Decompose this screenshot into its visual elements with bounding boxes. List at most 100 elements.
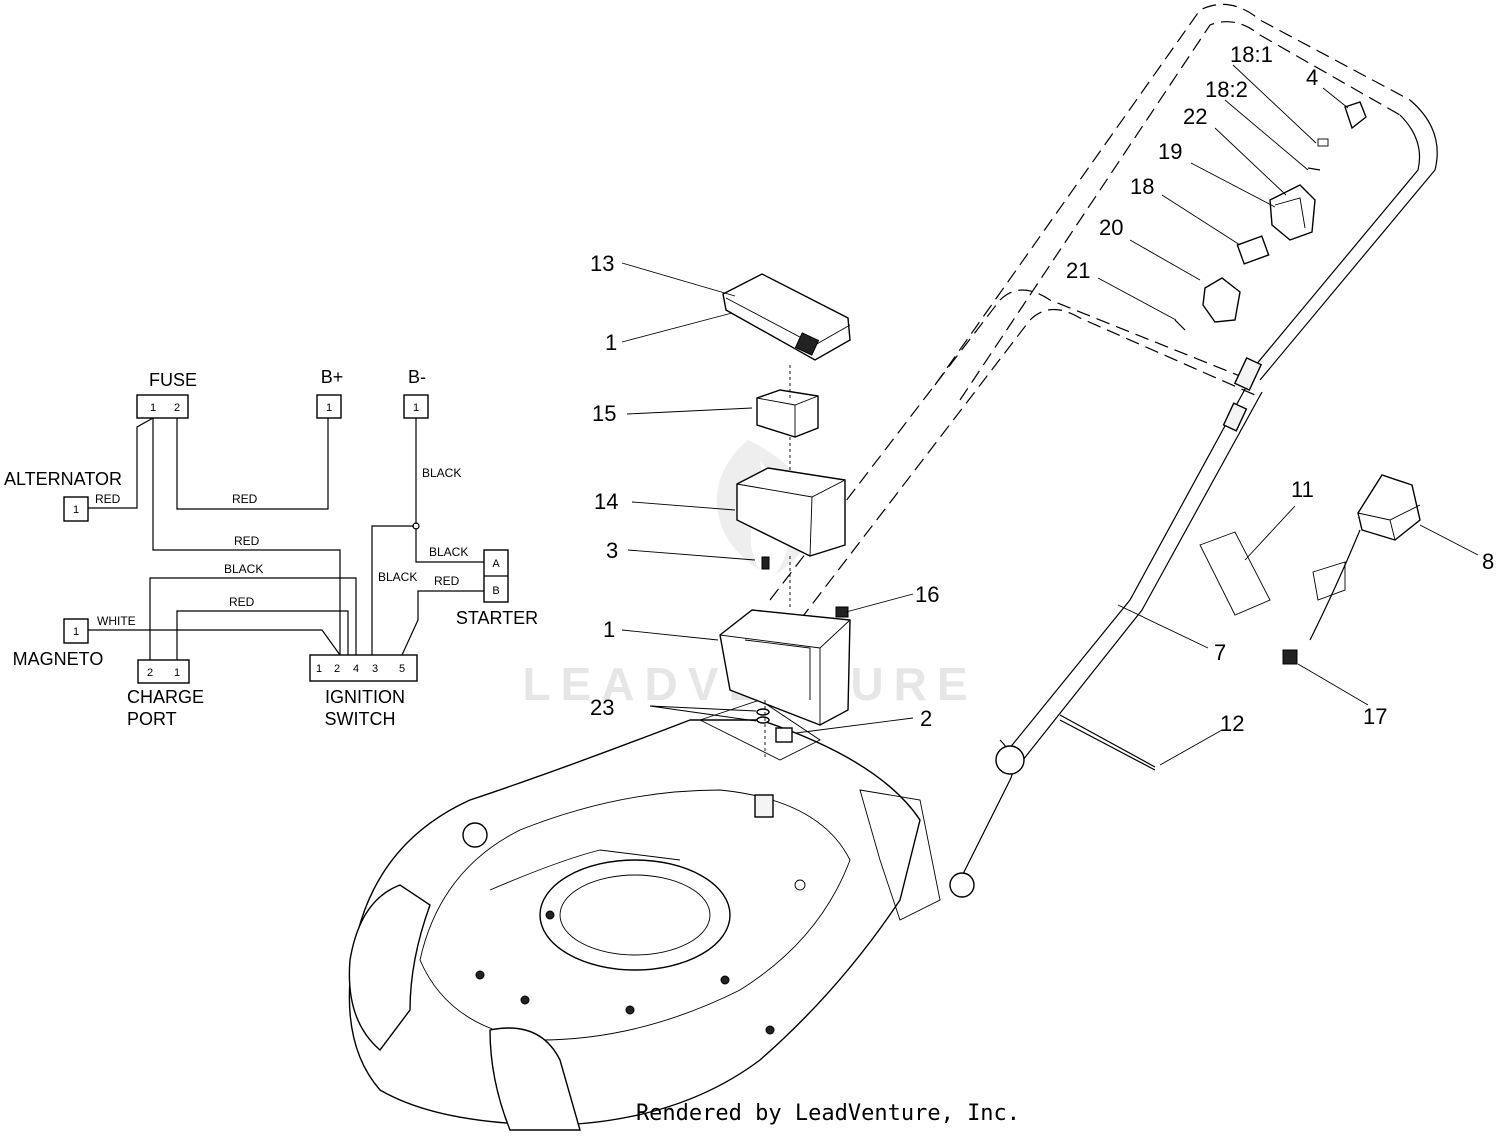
wire-charge-red — [176, 610, 349, 660]
foam-pad — [756, 389, 819, 438]
key-4 — [1344, 101, 1367, 130]
battery-body — [736, 467, 846, 557]
washer-23a — [756, 708, 770, 716]
wire-alternator-red — [88, 417, 154, 509]
callout-14: 14 — [594, 489, 618, 514]
handle-upper-right — [1259, 99, 1438, 381]
ignition-pin-4: 4 — [353, 663, 359, 675]
deck-height-adjuster — [462, 822, 488, 848]
washer-23b — [756, 716, 770, 724]
b-plus-box — [316, 394, 342, 419]
callout-22: 22 — [1183, 104, 1207, 129]
mower-deck — [348, 699, 941, 1131]
wire-ign3-black — [371, 525, 414, 655]
decal-11 — [1199, 531, 1271, 616]
wires — [88, 417, 484, 660]
charge-port-box — [137, 659, 190, 684]
handle-upper-right-inner — [1249, 114, 1421, 373]
deck-motor-opening — [539, 859, 731, 971]
wire-label-fuse1-red: RED — [234, 534, 260, 548]
screw-21 — [1174, 319, 1186, 331]
handle-upper-left-inner — [959, 21, 1401, 401]
fuse-pin-1: 1 — [150, 402, 156, 414]
wire-charge-black — [149, 577, 357, 660]
charger-body — [1357, 474, 1421, 541]
callout-23: 23 — [590, 695, 614, 720]
callout-12: 12 — [1220, 711, 1244, 736]
starter-component: A B STARTER — [456, 549, 538, 628]
wire-label-magneto-white: WHITE — [97, 614, 136, 628]
charger-tag — [1312, 561, 1346, 601]
fuse-pin-2: 2 — [174, 402, 180, 414]
charge-port-label-line1: CHARGE — [127, 687, 204, 707]
handle — [769, 3, 1438, 898]
wire-label-alt-red: RED — [95, 492, 121, 506]
wire-label-starter-b-red: RED — [434, 574, 460, 588]
wire-fuse2-red — [176, 418, 329, 510]
magneto-label: MAGNETO — [13, 649, 104, 669]
deck-front-bumper — [489, 1027, 581, 1131]
callout-19: 19 — [1158, 139, 1182, 164]
charger-plug-17 — [1282, 649, 1298, 665]
charge-port-pin-2: 2 — [147, 667, 153, 679]
callout-16: 16 — [915, 582, 939, 607]
foam-pad-body — [756, 389, 819, 438]
callout-13: 13 — [590, 251, 614, 276]
battery-tray-body — [719, 609, 851, 726]
ignition-switch-box — [309, 654, 418, 682]
callout-4: 4 — [1306, 65, 1318, 90]
charge-port-pin-1: 1 — [174, 667, 180, 679]
callout-1-cover: 1 — [605, 330, 617, 355]
deck-connector — [754, 794, 774, 818]
callout-8: 8 — [1482, 549, 1494, 574]
handle-lower-right-inner — [1014, 391, 1263, 771]
wire-magneto-white — [88, 629, 341, 656]
callout-2: 2 — [920, 706, 932, 731]
callouts: 13 1 15 14 3 1 23 2 16 18:1 4 18:2 22 19… — [590, 42, 1494, 766]
callout-21: 21 — [1066, 258, 1090, 283]
ignition-pin-3: 3 — [372, 663, 378, 675]
charger-cord — [1309, 529, 1361, 641]
bracket-2 — [775, 727, 793, 743]
switch-body-18 — [1236, 235, 1270, 265]
starter-pin-a: A — [492, 558, 500, 570]
deck-rear-bracket — [859, 789, 941, 921]
callout-1-tray: 1 — [603, 617, 615, 642]
wiring-schematic: 1 2 FUSE 1 B+ 1 B- 1 ALTERNATOR 1 MAGNET… — [4, 367, 538, 729]
charge-port-component: 2 1 CHARGE PORT — [127, 659, 204, 729]
wire-label-starter-a-black: BLACK — [429, 545, 468, 559]
handle-lower-right — [999, 379, 1251, 761]
handle-knob — [995, 745, 1025, 775]
ignition-pin-5: 5 — [399, 663, 405, 675]
charger — [1282, 474, 1421, 665]
cable-tie-12 — [1059, 714, 1156, 768]
fuse-box — [136, 394, 189, 419]
handle-upper-left — [934, 3, 1411, 386]
ignition-switch-label-line1: IGNITION — [325, 687, 405, 707]
callout-7: 7 — [1214, 640, 1226, 665]
callout-15: 15 — [592, 401, 616, 426]
fuse-component: 1 2 FUSE — [136, 370, 197, 419]
part-18-2 — [1307, 167, 1321, 171]
wire-fuse1-red — [152, 418, 341, 655]
magneto-pin-1: 1 — [73, 626, 79, 638]
ignition-pin-1: 1 — [316, 663, 322, 675]
handle-clip — [1222, 402, 1248, 432]
b-minus-component: 1 B- — [403, 367, 429, 419]
deck-battery-mount — [698, 699, 821, 761]
alternator-label: ALTERNATOR — [4, 469, 122, 489]
callout-18: 18 — [1130, 174, 1154, 199]
ignition-switch-assembly — [1174, 101, 1367, 331]
ignition-switch-component: 1 2 4 3 5 IGNITION SWITCH — [309, 654, 418, 729]
wire-starter-a-black — [415, 528, 484, 563]
ignition-pin-2: 2 — [334, 663, 340, 675]
switch-housing-19 — [1269, 184, 1316, 241]
deck-wire-harness — [489, 849, 681, 891]
magneto-box — [63, 618, 89, 644]
alternator-pin-1: 1 — [73, 504, 79, 516]
battery-cover-body — [722, 273, 851, 361]
callout-18-2: 18:2 — [1205, 77, 1248, 102]
callout-17: 17 — [1363, 704, 1387, 729]
footer-credit: Rendered by LeadVenture, Inc. — [636, 1101, 1020, 1126]
